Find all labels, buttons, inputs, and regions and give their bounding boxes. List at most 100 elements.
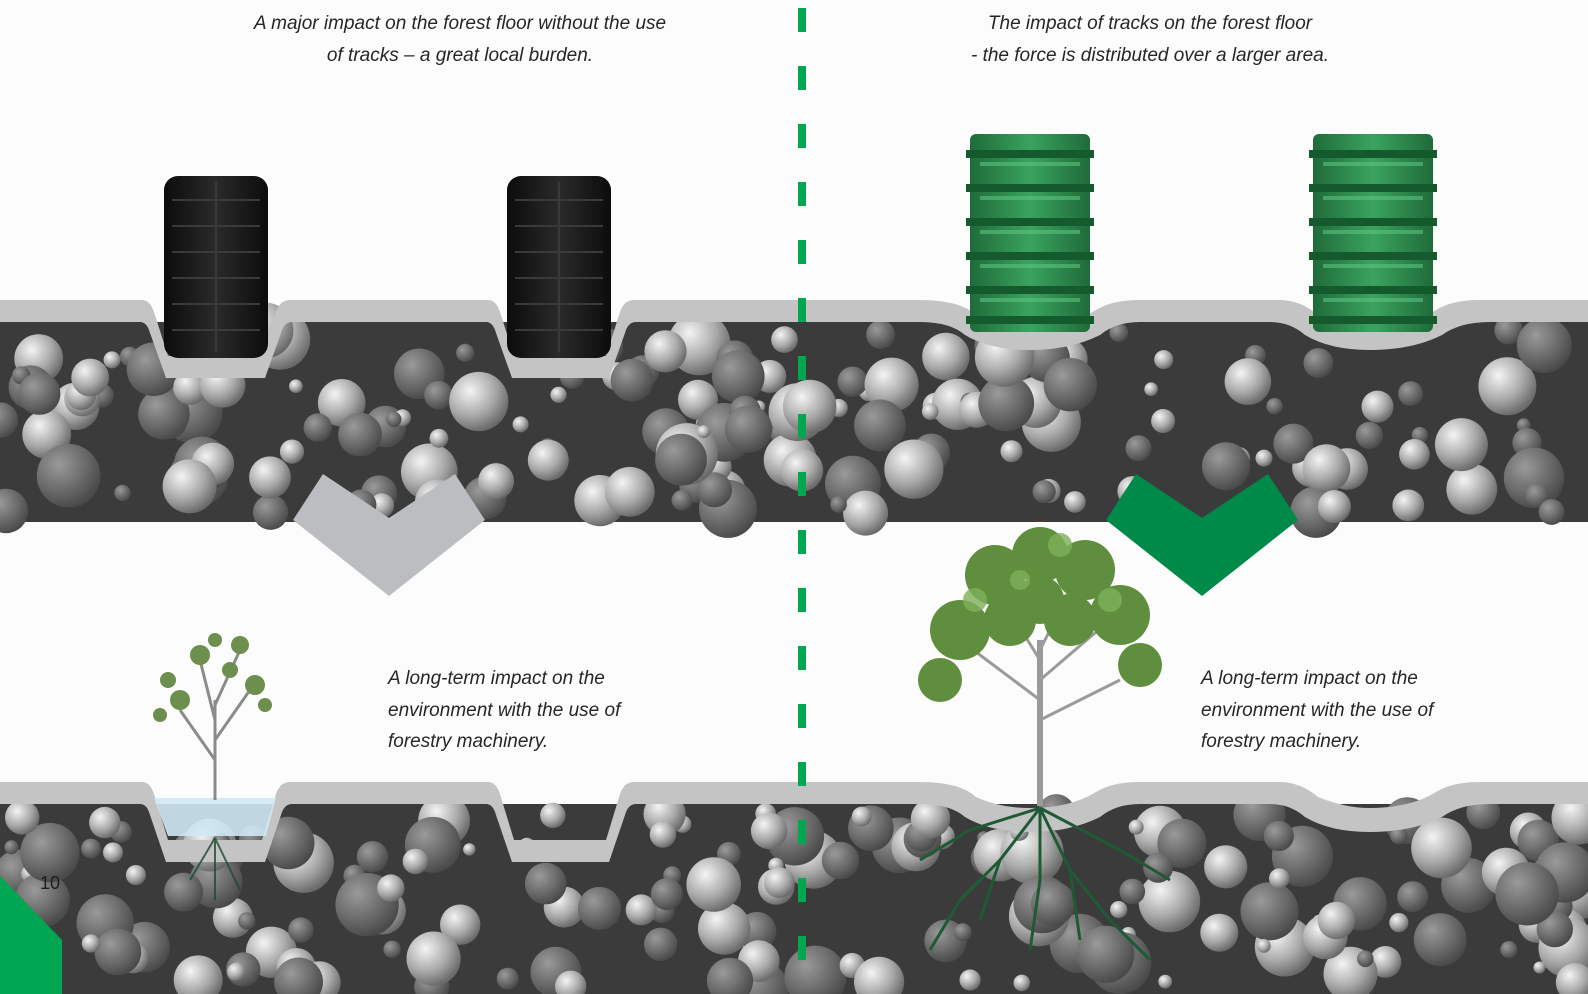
page-corner-tab bbox=[0, 876, 62, 994]
soil-particle bbox=[697, 425, 711, 439]
soil-particle bbox=[1032, 480, 1056, 504]
soil-particle bbox=[1413, 913, 1467, 967]
ground-surface-top-left bbox=[0, 300, 804, 378]
soil-particle bbox=[402, 848, 429, 875]
soil-particle bbox=[1555, 963, 1588, 994]
tree-icon bbox=[918, 527, 1162, 806]
soil-particle bbox=[524, 862, 567, 905]
roots-icon bbox=[189, 837, 241, 900]
soil-particle bbox=[698, 902, 751, 955]
soil-particle bbox=[910, 798, 951, 839]
soil-particle bbox=[36, 443, 101, 508]
soil-particle bbox=[253, 494, 289, 530]
roots-icon bbox=[919, 806, 1171, 962]
soil-particle bbox=[478, 463, 515, 500]
caption-line: forestry machinery. bbox=[388, 731, 549, 752]
soil-particle bbox=[697, 472, 732, 508]
soil-particle bbox=[750, 812, 788, 850]
soil-particle bbox=[1263, 820, 1294, 852]
soil-particle bbox=[780, 449, 824, 492]
soil-particle bbox=[1043, 358, 1098, 412]
soil-particle bbox=[625, 894, 657, 926]
soil-particle bbox=[1128, 819, 1144, 835]
soil-particle bbox=[978, 375, 1035, 432]
ground-surface-top-right bbox=[804, 300, 1588, 350]
soil-particle bbox=[288, 917, 314, 943]
soil-particle bbox=[1204, 845, 1248, 889]
soil-particle bbox=[671, 489, 693, 511]
soil-particle bbox=[1000, 440, 1023, 463]
soil-particle bbox=[843, 490, 889, 536]
soil-particle bbox=[922, 332, 970, 381]
soil-particle bbox=[1317, 490, 1351, 523]
soil-particle bbox=[103, 351, 121, 369]
soil-particle bbox=[764, 867, 795, 899]
soil-particle bbox=[1119, 878, 1146, 905]
soil-particle bbox=[274, 957, 323, 994]
soil-particle bbox=[386, 411, 402, 427]
soil-particle bbox=[449, 371, 509, 432]
soil-particle bbox=[1495, 862, 1559, 926]
soil-particle bbox=[424, 380, 453, 410]
tire-icon bbox=[164, 176, 268, 358]
soil-particle bbox=[782, 379, 837, 434]
soil-particle bbox=[1202, 442, 1250, 491]
soil-particle bbox=[279, 439, 305, 464]
ground-surface-bottom-left bbox=[0, 782, 804, 862]
soil-particle bbox=[356, 841, 389, 873]
soil-particle bbox=[289, 379, 303, 394]
caption-line: A long-term impact on the bbox=[388, 668, 605, 689]
caption-line: environment with the use of bbox=[388, 699, 621, 721]
soil-particle bbox=[0, 488, 29, 534]
soil-particle bbox=[512, 416, 529, 433]
soil-particle bbox=[1200, 913, 1239, 952]
soil-particle bbox=[1446, 463, 1498, 515]
soil-particle bbox=[1125, 435, 1152, 462]
soil-particle bbox=[1303, 348, 1334, 378]
page-number: 10 bbox=[40, 873, 61, 893]
soil-particle bbox=[463, 843, 476, 856]
soil-particle bbox=[1110, 901, 1128, 919]
soil-particle bbox=[1013, 974, 1031, 992]
soil-particle bbox=[725, 405, 773, 453]
soil-particle bbox=[959, 969, 981, 991]
caption-line: forestry machinery. bbox=[1201, 731, 1362, 752]
soil-particle bbox=[644, 927, 678, 961]
soil-particle bbox=[921, 403, 939, 420]
soil-particle bbox=[1317, 901, 1356, 940]
soil-particle bbox=[610, 358, 654, 402]
soil-particle bbox=[1411, 817, 1472, 879]
soil-particle bbox=[81, 838, 101, 859]
soil-particle bbox=[1273, 423, 1314, 464]
soil-particle bbox=[1266, 398, 1283, 415]
soil-particle bbox=[1357, 950, 1374, 968]
soil-particle bbox=[884, 439, 944, 499]
soil-particle bbox=[550, 386, 567, 403]
soil-particle bbox=[71, 358, 110, 397]
tree-icon bbox=[153, 633, 272, 800]
soil-particle bbox=[1109, 323, 1129, 343]
track-icon bbox=[966, 134, 1094, 332]
soil-particle bbox=[1500, 941, 1518, 959]
soil-particle bbox=[456, 343, 475, 362]
soil-particle bbox=[338, 412, 382, 457]
soil-particle bbox=[1536, 910, 1574, 948]
soil-particle bbox=[1538, 499, 1565, 525]
soil-particle bbox=[1434, 418, 1488, 472]
soil-particle bbox=[1269, 868, 1290, 889]
soil-particle bbox=[771, 326, 798, 353]
soil-particle bbox=[18, 372, 61, 415]
caption-top-left: A major impact on the forest floor witho… bbox=[210, 8, 710, 71]
soil-particle bbox=[1389, 913, 1409, 933]
soil-particle bbox=[1143, 852, 1173, 883]
soil-particle bbox=[655, 433, 707, 486]
soil-particle bbox=[1302, 444, 1351, 493]
soil-particle bbox=[837, 366, 868, 397]
soil-particle bbox=[440, 904, 481, 945]
soil-particle bbox=[866, 320, 895, 349]
soil-particle bbox=[650, 878, 683, 911]
soil-particle bbox=[1077, 925, 1135, 983]
soil-particle bbox=[173, 370, 208, 405]
caption-line: The impact of tracks on the forest floor bbox=[987, 13, 1313, 34]
